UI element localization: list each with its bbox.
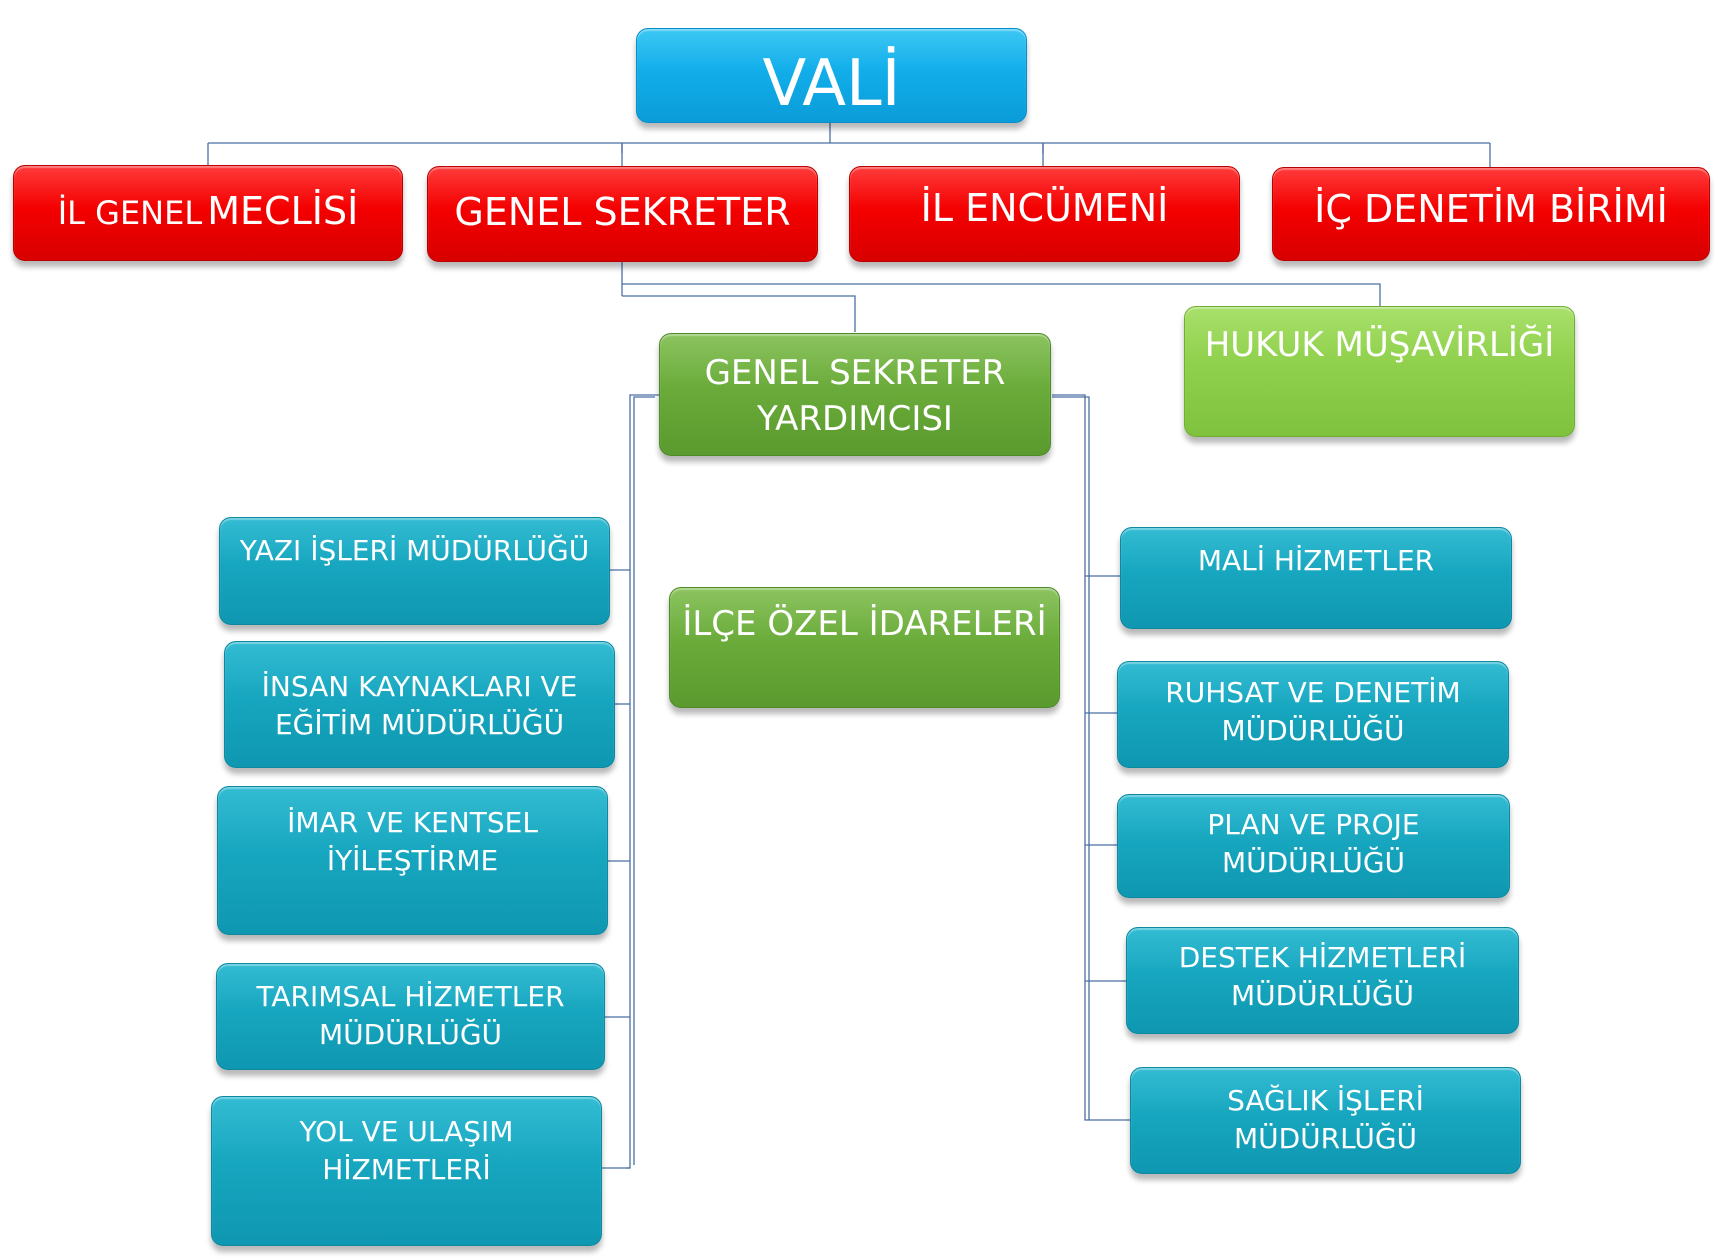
- left-unit-label: TARIMSAL HİZMETLER MÜDÜRLÜĞÜ: [256, 980, 565, 1051]
- hukuk-musavirligi-label: HUKUK MÜŞAVİRLİĞİ: [1204, 325, 1555, 365]
- genel-sekreter-box: GENEL SEKRETER: [427, 166, 818, 262]
- il-genel-meclisi-box: İL GENEL MECLİSİ: [13, 165, 403, 261]
- right-unit-label: SAĞLIK İŞLERİ MÜDÜRLÜĞÜ: [1227, 1084, 1424, 1155]
- genel-sekreter-yardimcisi-label: GENEL SEKRETER YARDIMCISI: [704, 353, 1006, 439]
- left-unit-box: YAZI İŞLERİ MÜDÜRLÜĞÜ: [219, 517, 610, 625]
- right-unit-box: RUHSAT VE DENETİM MÜDÜRLÜĞÜ: [1117, 661, 1509, 768]
- right-unit-label: DESTEK HİZMETLERİ MÜDÜRLÜĞÜ: [1178, 941, 1467, 1012]
- genel-sekreter-yardimcisi-box: GENEL SEKRETER YARDIMCISI: [659, 333, 1051, 456]
- ic-denetim-birimi-label: İÇ DENETİM BİRİMİ: [1314, 187, 1668, 231]
- left-unit-label: İNSAN KAYNAKLARI VE EĞİTİM MÜDÜRLÜĞÜ: [261, 670, 578, 741]
- right-unit-label: PLAN VE PROJE MÜDÜRLÜĞÜ: [1207, 808, 1420, 879]
- left-unit-label: YOL VE ULAŞIM HİZMETLERİ: [299, 1115, 514, 1186]
- left-unit-box: İNSAN KAYNAKLARI VE EĞİTİM MÜDÜRLÜĞÜ: [224, 641, 615, 768]
- ilce-ozel-idareleri-box: İLÇE ÖZEL İDARELERİ: [669, 587, 1060, 708]
- left-unit-box: YOL VE ULAŞIM HİZMETLERİ: [211, 1096, 602, 1246]
- hukuk-musavirligi-box: HUKUK MÜŞAVİRLİĞİ: [1184, 306, 1575, 437]
- vali-box: VALİ: [636, 28, 1027, 123]
- il-genel-meclisi-label-b: MECLİSİ: [207, 189, 359, 233]
- left-unit-box: TARIMSAL HİZMETLER MÜDÜRLÜĞÜ: [216, 963, 605, 1070]
- right-unit-box: DESTEK HİZMETLERİ MÜDÜRLÜĞÜ: [1126, 927, 1519, 1034]
- right-unit-box: SAĞLIK İŞLERİ MÜDÜRLÜĞÜ: [1130, 1067, 1521, 1174]
- left-unit-label: YAZI İŞLERİ MÜDÜRLÜĞÜ: [239, 534, 590, 567]
- right-unit-box: PLAN VE PROJE MÜDÜRLÜĞÜ: [1117, 794, 1510, 898]
- vali-label: VALİ: [762, 47, 901, 121]
- right-unit-label: MALİ HİZMETLER: [1197, 544, 1435, 577]
- il-genel-meclisi-label-a: İL GENEL: [57, 194, 203, 232]
- left-unit-label: İMAR VE KENTSEL İYİLEŞTİRME: [287, 806, 538, 877]
- ilce-ozel-idareleri-label: İLÇE ÖZEL İDARELERİ: [682, 604, 1047, 644]
- right-unit-box: MALİ HİZMETLER: [1120, 527, 1512, 629]
- ic-denetim-birimi-box: İÇ DENETİM BİRİMİ: [1272, 167, 1710, 261]
- left-unit-box: İMAR VE KENTSEL İYİLEŞTİRME: [217, 786, 608, 935]
- il-encumeni-label: İL ENCÜMENİ: [920, 186, 1169, 230]
- il-encumeni-box: İL ENCÜMENİ: [849, 166, 1240, 262]
- right-unit-label: RUHSAT VE DENETİM MÜDÜRLÜĞÜ: [1165, 676, 1461, 747]
- genel-sekreter-label: GENEL SEKRETER: [454, 190, 791, 234]
